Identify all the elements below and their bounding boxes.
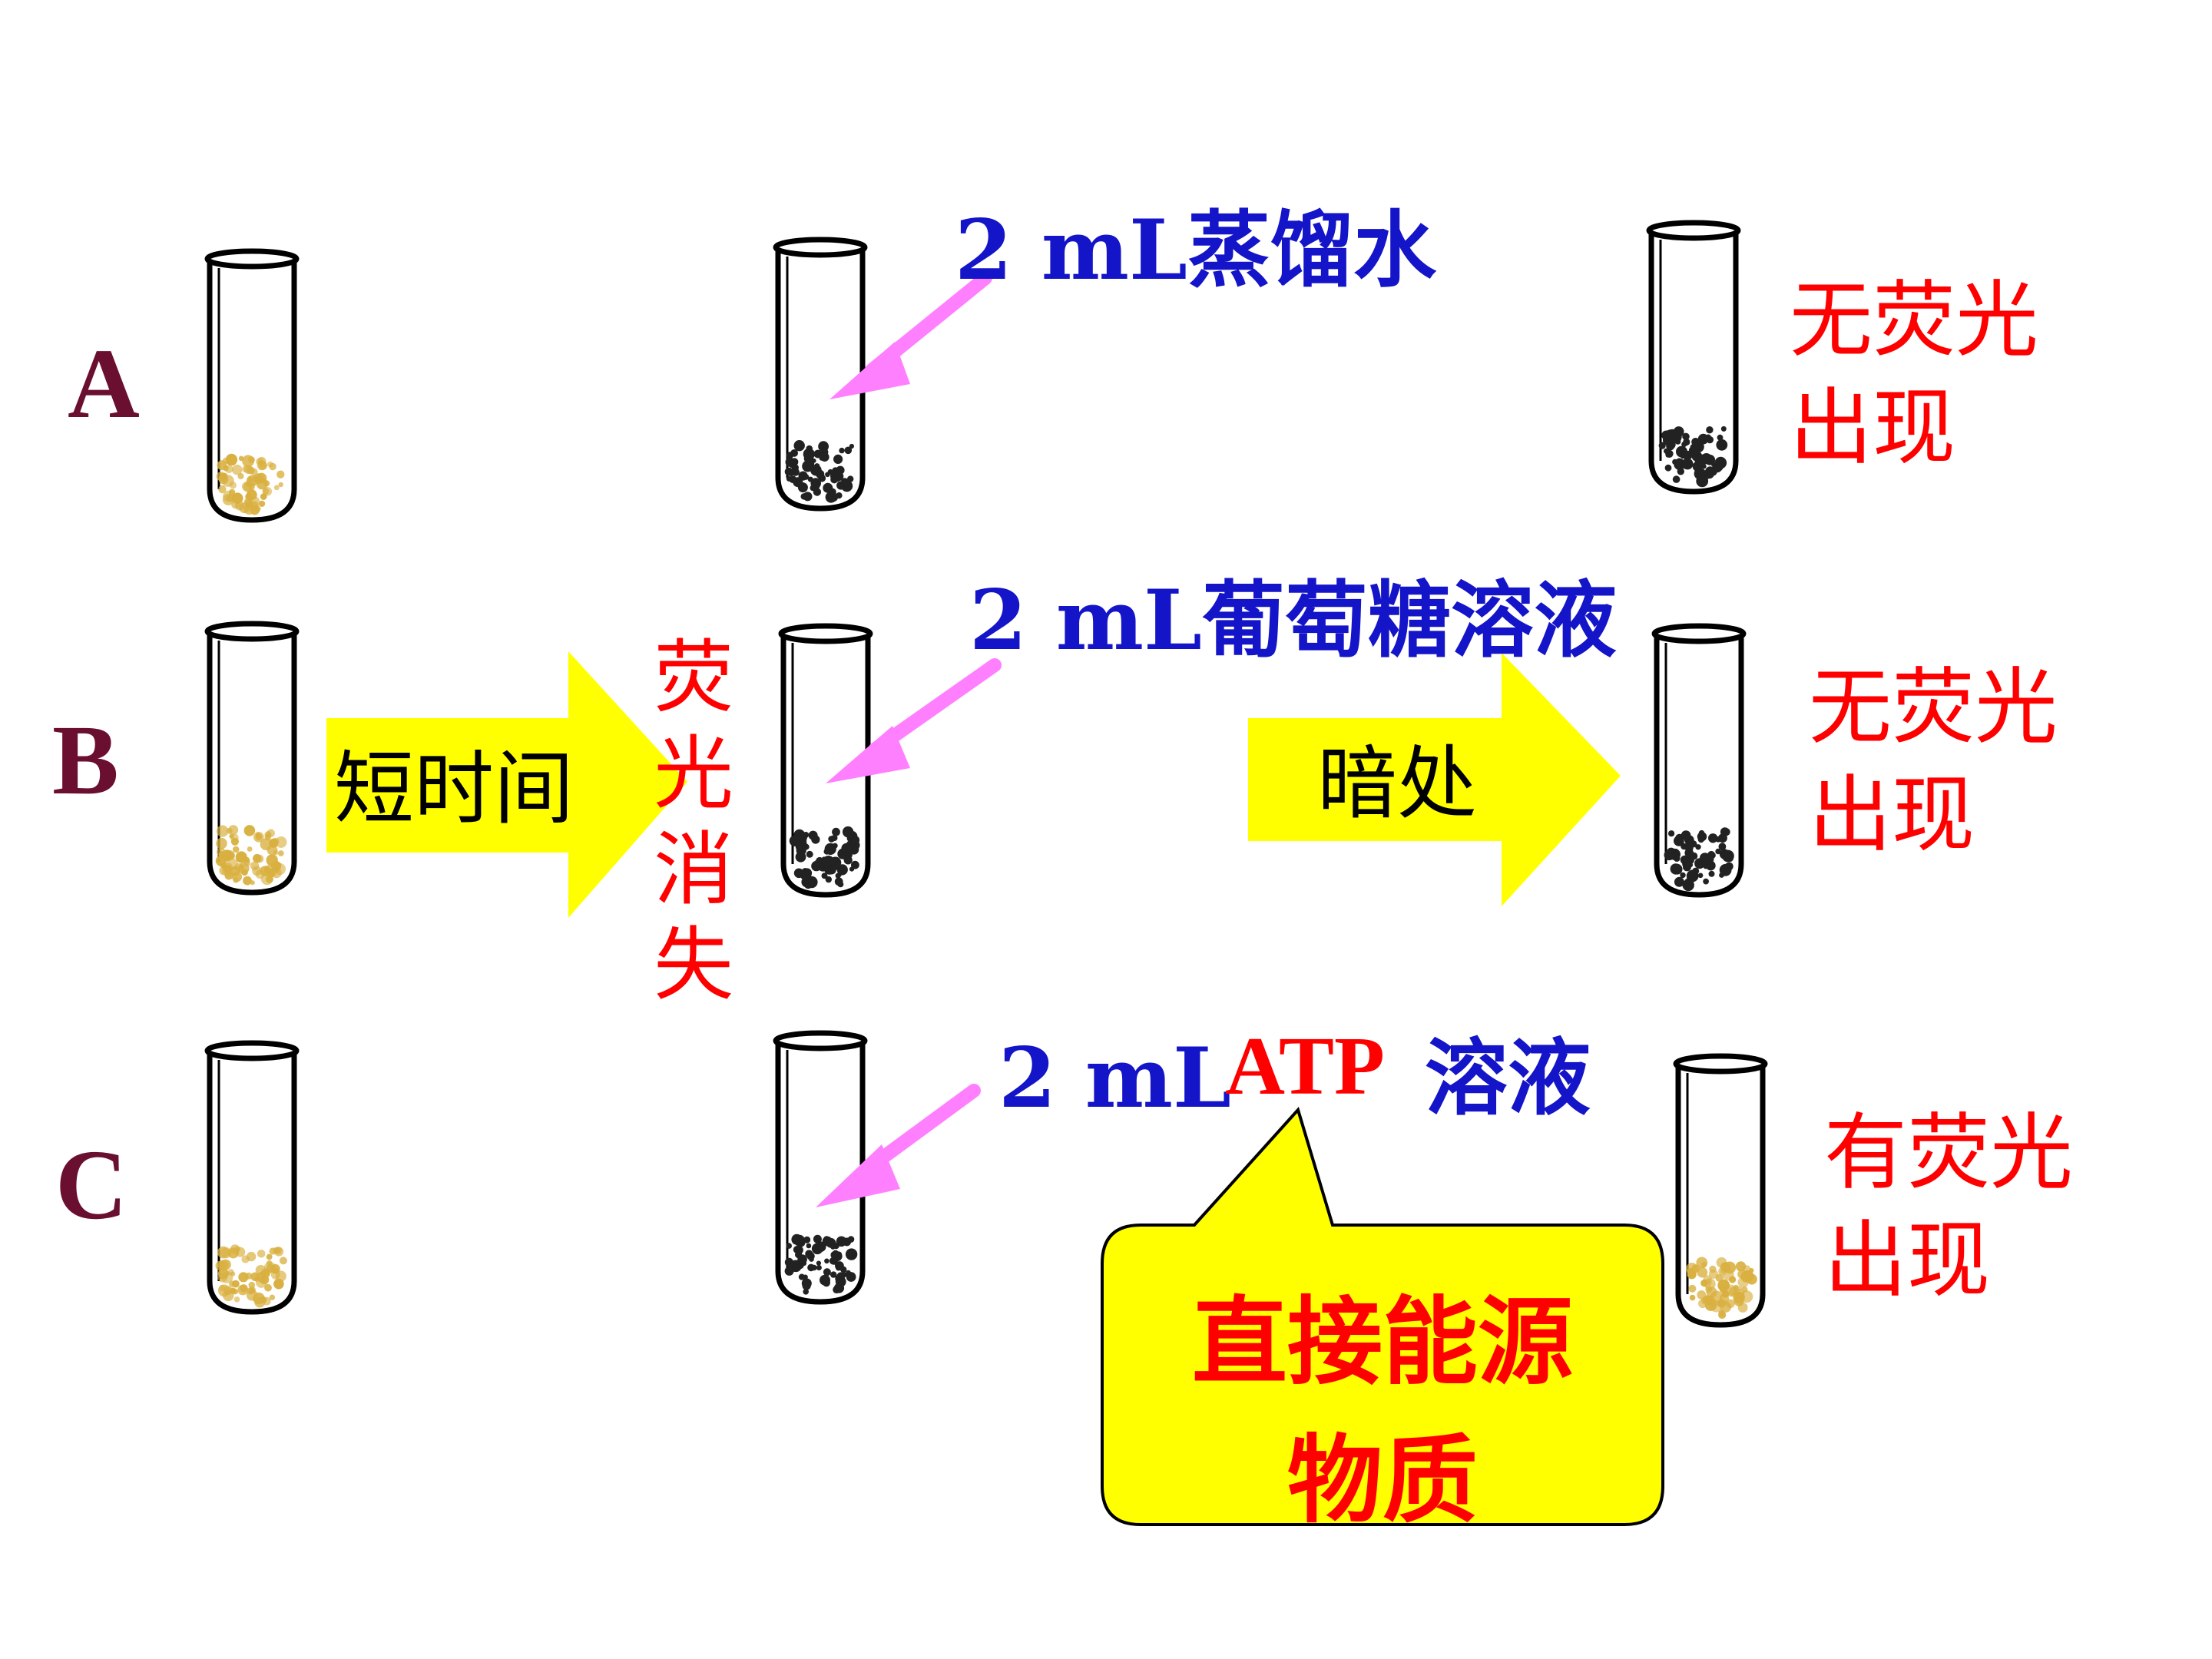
tube-b3	[1654, 626, 1743, 895]
short-time-label: 短时间	[334, 742, 575, 836]
tube-a2	[776, 240, 865, 508]
result-c-line2: 出现	[1824, 1213, 1991, 1309]
pointer-arrow-glucose	[826, 658, 1002, 783]
callout-text: 直接能源 物质	[1106, 1273, 1659, 1550]
pointer-arrow-water	[830, 271, 992, 399]
tube-c3	[1676, 1056, 1765, 1325]
reagent-atp-name: ATP	[1225, 1021, 1385, 1112]
tube-c2	[776, 1033, 865, 1302]
short-time-arrow	[326, 651, 687, 918]
tube-a1	[207, 251, 296, 520]
pointer-arrow-atp	[816, 1084, 981, 1207]
result-b-line2: 出现	[1809, 767, 1975, 863]
result-c-line1: 有荧光	[1824, 1105, 2074, 1201]
atp-callout-bubble	[1101, 1107, 1664, 1526]
row-label-a: A	[68, 329, 140, 439]
reagent-atp-prefix: 2 mL	[998, 1030, 1231, 1127]
row-label-b: B	[52, 705, 119, 816]
result-a-line1: 无荧光	[1790, 273, 2039, 369]
callout-line2: 物质	[1286, 1424, 1478, 1536]
dark-label: 暗处	[1317, 737, 1478, 830]
tube-c1	[207, 1043, 296, 1312]
result-b-line1: 无荧光	[1809, 660, 2058, 756]
tube-b2	[781, 626, 870, 895]
reagent-atp-suffix: 溶液	[1425, 1030, 1591, 1127]
reagent-glucose-label: 2 mL葡萄糖溶液	[969, 572, 1617, 669]
tube-a3	[1649, 223, 1738, 492]
dark-arrow	[1248, 653, 1621, 906]
row-label-c: C	[55, 1130, 127, 1240]
tube-b1	[207, 624, 296, 892]
result-a-line2: 出现	[1790, 380, 1956, 476]
callout-line1: 直接能源	[1191, 1286, 1573, 1398]
fluorescence-gone-label: 荧光消失	[653, 631, 733, 1012]
reagent-water-label: 2 mL蒸馏水	[955, 202, 1436, 299]
